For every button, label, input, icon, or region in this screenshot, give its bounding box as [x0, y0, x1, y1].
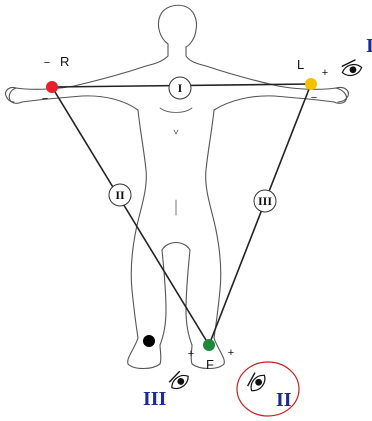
- electrode-left-arm: [305, 78, 317, 90]
- polarity-minus-l-bottom: −: [311, 92, 317, 104]
- electrode-left-leg: [203, 339, 215, 351]
- view-label-lead-1: I: [366, 35, 372, 57]
- electrode-f-label: F: [206, 357, 214, 372]
- electrode-right-arm: [46, 81, 58, 93]
- highlight-circle: [236, 361, 300, 417]
- lead-1-marker: I: [168, 76, 192, 100]
- lead-lines: [51, 83, 312, 346]
- view-label-lead-3: III: [143, 388, 167, 410]
- view-label-lead-2: II: [276, 389, 292, 411]
- polarity-plus-f-left: +: [188, 348, 194, 360]
- electrode-right-leg: [143, 335, 155, 347]
- polarity-plus-l-top: +: [322, 67, 328, 79]
- eye-icon: [168, 370, 189, 390]
- eye-icon: [341, 59, 363, 77]
- electrode-r-label: R: [60, 54, 69, 69]
- lead-2-marker: II: [108, 183, 132, 207]
- polarity-minus-r-bottom: −: [42, 93, 48, 105]
- lead-1-label: I: [178, 81, 183, 95]
- lead-2-label: II: [115, 188, 125, 202]
- human-body-outline: [5, 4, 349, 370]
- polarity-plus-f-right: +: [228, 347, 234, 359]
- eye-icon: [247, 372, 266, 392]
- polarity-minus-r-top: −: [44, 57, 50, 69]
- lead-3-label: III: [258, 194, 272, 208]
- lead-2-line: [51, 86, 210, 346]
- electrode-l-label: L: [297, 57, 304, 72]
- lead-3-line: [208, 83, 312, 346]
- lead-3-marker: III: [253, 189, 277, 213]
